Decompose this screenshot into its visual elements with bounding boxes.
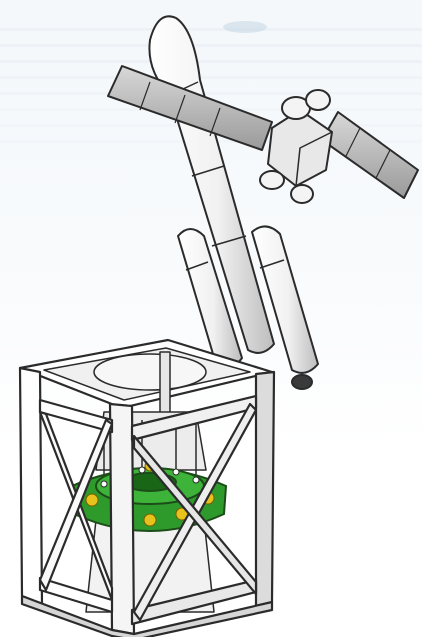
rocket-icon [149,16,318,389]
satellite-icon [108,66,418,203]
